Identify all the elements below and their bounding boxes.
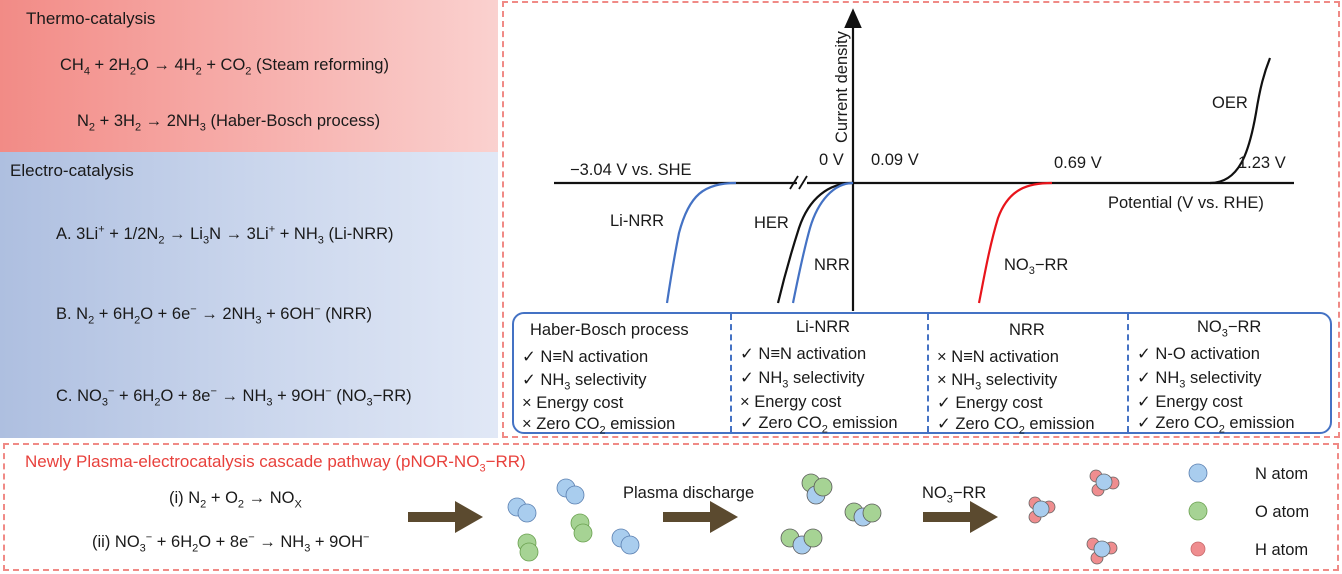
legend-o-atom-label: O atom — [1255, 503, 1310, 521]
nox-molecule — [844, 502, 882, 527]
arrow-1 — [408, 501, 483, 533]
comparison-table: Haber-Bosch process ✓ N≡N activation ✓ N… — [512, 312, 1332, 437]
label-1-23v: 1.23 V — [1238, 154, 1286, 172]
no3rr-curve — [977, 181, 1053, 304]
polarization-panel: Current density Potential (V vs. RHE) −3… — [502, 1, 1340, 438]
thermo-title: Thermo-catalysis — [26, 9, 156, 28]
label-her: HER — [754, 214, 789, 232]
label-nrr: NRR — [814, 256, 850, 274]
label-li-nrr: Li-NRR — [610, 212, 664, 230]
step-2-equation: (ii) NO3− + 6H2O + 8e− → NH3 + 9OH− — [92, 531, 370, 555]
steam-reforming-equation: CH4 + 2H2O → 4H2 + CO2 (Steam reforming) — [60, 56, 389, 78]
arrow-2 — [663, 501, 738, 533]
no3rr-equation: C. NO3− + 6H2O + 8e− → NH3 + 9OH− (NO3−R… — [56, 385, 412, 409]
nrr-curve — [791, 181, 854, 304]
legend-h-atom-swatch — [1190, 541, 1206, 557]
list-item: ✓ NH3 selectivity — [740, 369, 865, 391]
column-head: Haber-Bosch process — [530, 321, 689, 339]
axis-break-1 — [789, 175, 799, 190]
column-no3rr: NO3−RR ✓ N-O activation ✓ NH3 selectivit… — [1129, 314, 1330, 436]
legend-o-atom-swatch — [1188, 501, 1208, 521]
list-item: ✓ Energy cost — [937, 394, 1043, 412]
o2-molecule — [517, 533, 539, 562]
nh3-molecule — [1089, 469, 1120, 497]
nox-molecule — [780, 528, 823, 555]
thermo-catalysis-panel: Thermo-catalysis CH4 + 2H2O → 4H2 + CO2 … — [0, 0, 498, 152]
column-head: NO3−RR — [1197, 318, 1262, 340]
cascade-title: Newly Plasma-electrocatalysis cascade pa… — [25, 452, 526, 475]
list-item: × Zero CO2 emission — [522, 415, 676, 437]
y-axis-label: Current density — [833, 30, 851, 143]
nh3-molecule — [1028, 496, 1056, 524]
electro-title: Electro-catalysis — [10, 161, 134, 180]
column-nrr: NRR × N≡N activation × NH3 selectivity ✓… — [929, 314, 1129, 437]
column-head: Li-NRR — [796, 318, 851, 336]
step-1-equation: (i) N2 + O2 → NOX — [169, 489, 302, 511]
electro-catalysis-panel: Electro-catalysis A. 3Li+ + 1/2N2 → Li3N… — [0, 152, 498, 438]
nox-molecule — [801, 473, 833, 505]
haber-bosch-equation: N2 + 3H2 → 2NH3 (Haber-Bosch process) — [77, 112, 381, 134]
label-oer: OER — [1212, 94, 1248, 112]
list-item: ✓ Energy cost — [1137, 393, 1243, 411]
legend-n-atom-label: N atom — [1255, 465, 1309, 483]
list-item: ✓ N≡N activation — [522, 348, 649, 366]
list-item: ✓ Zero CO2 emission — [937, 415, 1095, 437]
li-nrr-curve — [665, 181, 737, 304]
axis-break-2 — [798, 175, 808, 190]
cascade-pathway-panel: Newly Plasma-electrocatalysis cascade pa… — [3, 443, 1339, 571]
list-item: × Energy cost — [740, 393, 842, 411]
n2-molecule — [507, 497, 537, 523]
list-item: ✓ N≡N activation — [740, 345, 867, 363]
list-item: ✓ N-O activation — [1137, 345, 1260, 363]
list-item: ✓ Zero CO2 emission — [740, 414, 898, 436]
polarization-curve-plot: Current density Potential (V vs. RHE) −3… — [554, 8, 1294, 311]
n2-molecule — [556, 478, 585, 505]
column-li-nrr: Li-NRR ✓ N≡N activation ✓ NH3 selectivit… — [732, 314, 929, 436]
legend-h-atom-label: H atom — [1255, 541, 1309, 559]
column-haber-bosch: Haber-Bosch process ✓ N≡N activation ✓ N… — [514, 314, 732, 437]
no3rr-step-label: NO3−RR — [922, 484, 987, 506]
o2-molecule — [570, 513, 593, 543]
list-item: × Energy cost — [522, 394, 624, 412]
label-she: −3.04 V vs. SHE — [570, 161, 692, 179]
plasma-discharge-label: Plasma discharge — [623, 484, 755, 502]
list-item: × N≡N activation — [937, 348, 1059, 366]
x-axis-label: Potential (V vs. RHE) — [1108, 194, 1264, 212]
list-item: × NH3 selectivity — [937, 371, 1058, 393]
nrr-equation: B. N2 + 6H2O + 6e− → 2NH3 + 6OH− (NRR) — [56, 303, 372, 327]
list-item: ✓ NH3 selectivity — [522, 371, 647, 393]
nh3-molecule — [1086, 537, 1118, 565]
n2-molecule — [611, 528, 640, 555]
arrow-3 — [923, 501, 998, 533]
list-item: ✓ Zero CO2 emission — [1137, 414, 1295, 436]
column-head: NRR — [1009, 321, 1045, 339]
oer-curve — [1209, 57, 1272, 185]
list-item: ✓ NH3 selectivity — [1137, 369, 1262, 391]
label-0-69v: 0.69 V — [1054, 154, 1102, 172]
label-no3rr: NO3−RR — [1004, 256, 1068, 277]
label-0v: 0 V — [819, 151, 844, 169]
her-curve — [776, 181, 854, 304]
label-0-09v: 0.09 V — [871, 151, 919, 169]
li-nrr-equation: A. 3Li+ + 1/2N2 → Li3N → 3Li+ + NH3 (Li-… — [56, 223, 394, 247]
legend-n-atom-swatch — [1188, 463, 1208, 483]
molecule-illustration — [408, 463, 1208, 565]
